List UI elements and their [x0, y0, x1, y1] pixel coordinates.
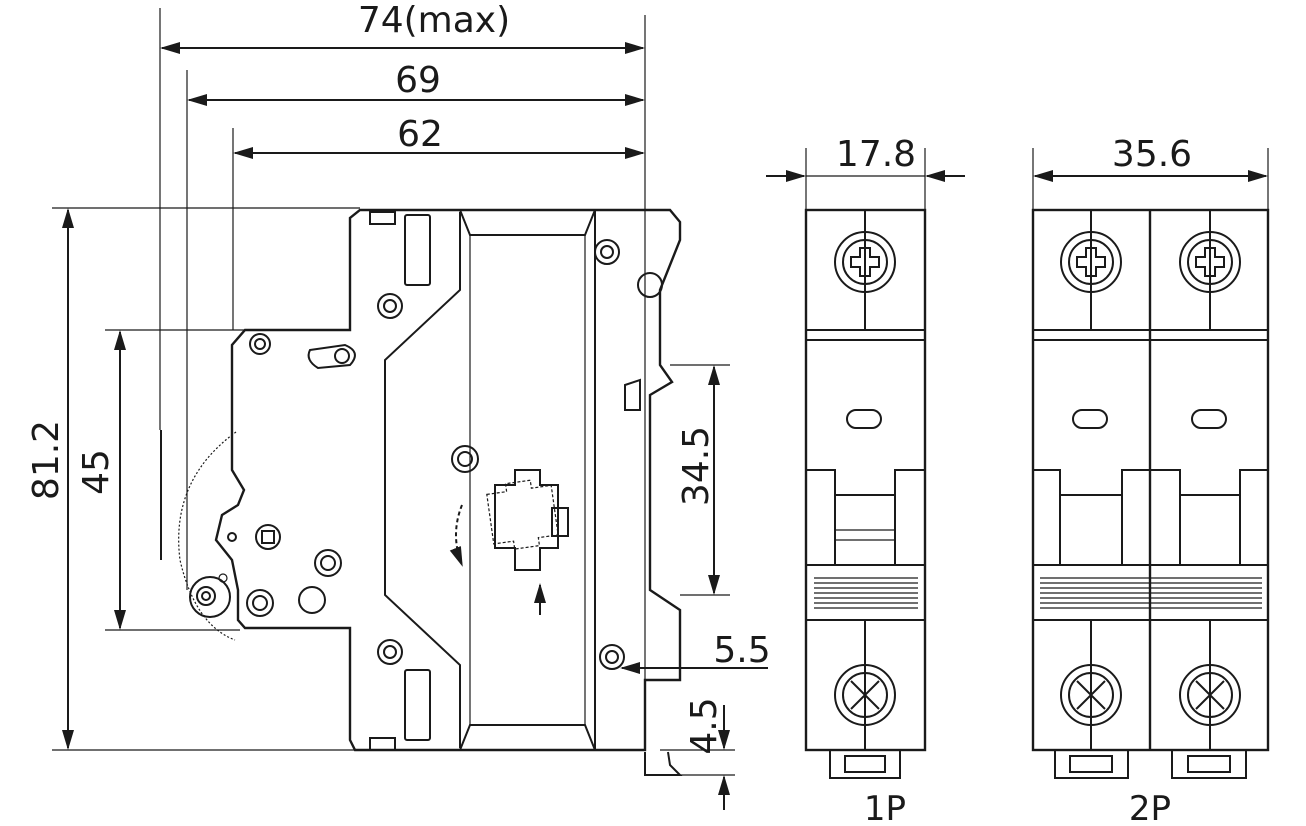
grip-lines — [814, 577, 918, 609]
dim-label-34-5: 34.5 — [676, 426, 717, 506]
front-view-2p: 35.6 — [1031, 134, 1270, 826]
dim-label-81-2: 81.2 — [26, 420, 67, 500]
rotate-arrow-icon — [449, 504, 463, 567]
dim-label-62: 62 — [397, 114, 443, 155]
screw-terminal-icon — [1060, 231, 1241, 726]
grip-lines — [1040, 577, 1262, 609]
dim-label-17-8: 17.8 — [836, 134, 916, 175]
dim-label-5-5: 5.5 — [713, 630, 770, 671]
dim-label-4-5: 4.5 — [684, 697, 725, 754]
front-view-1p: 17.8 1P — [766, 134, 965, 826]
screw-terminal-icon — [227, 239, 663, 670]
label-2p: 2P — [1129, 789, 1171, 826]
breaker-side-body — [214, 208, 682, 752]
dim-label-69: 69 — [395, 60, 441, 101]
dim-label-45: 45 — [76, 449, 117, 495]
dim-label-74max: 74(max) — [358, 0, 510, 41]
screw-terminal-icon — [834, 231, 896, 726]
toggle-handle-icon — [160, 430, 237, 641]
side-view: 74(max) 69 62 81.2 45 34.5 5.5 4.5 — [26, 0, 771, 810]
dim-label-35-6: 35.6 — [1112, 134, 1192, 175]
label-1p: 1P — [864, 789, 906, 826]
mechanism-symbol — [486, 469, 569, 571]
